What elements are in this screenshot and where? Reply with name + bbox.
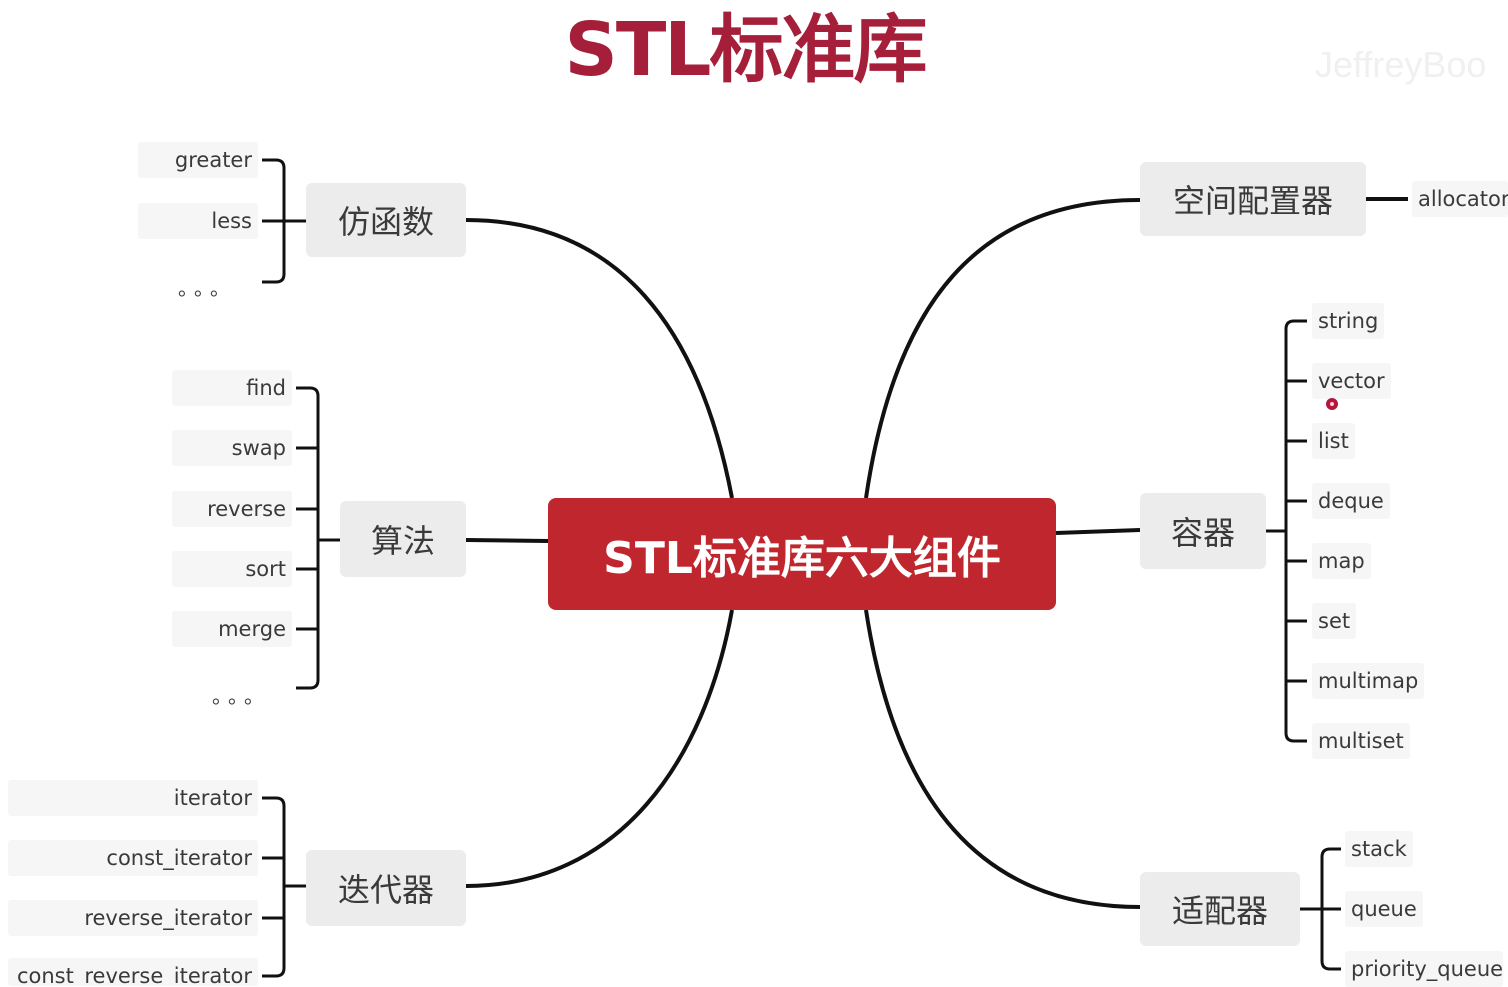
bracket-algorithm: [296, 386, 340, 690]
leaf-allocator-allocator: allocator: [1412, 181, 1508, 217]
leaf-container-string: string: [1312, 303, 1385, 339]
leaf-iterator-const-reverse-iterator: const_reverse_iterator: [8, 958, 258, 986]
bracket-iterator: [262, 796, 306, 978]
curve-functor: [465, 218, 734, 499]
branch-functor: 仿函数: [306, 183, 466, 257]
branch-container: 容器: [1140, 493, 1266, 569]
leaf-algorithm-sort: sort: [172, 551, 292, 587]
bracket-functor: [262, 158, 306, 284]
leaf-adapter-stack: stack: [1345, 831, 1413, 867]
branch-iterator-label: 迭代器: [337, 871, 434, 909]
leaf-functor-less: less: [138, 203, 258, 239]
leaf-adapter-queue: queue: [1345, 891, 1423, 927]
branch-allocator: 空间配置器: [1140, 162, 1366, 236]
leaf-algorithm-find: find: [172, 370, 292, 406]
leaf-algorithm-more: 。。。: [212, 684, 270, 708]
branch-container-label: 容器: [1170, 514, 1235, 552]
bracket-container: [1266, 319, 1307, 743]
leaf-container-multiset: multiset: [1312, 723, 1410, 759]
branch-algorithm-label: 算法: [370, 522, 435, 560]
branch-adapter-label: 适配器: [1171, 892, 1268, 930]
leaf-container-set: set: [1312, 603, 1357, 639]
bracket-adapter: [1300, 847, 1341, 971]
leaf-container-multimap: multimap: [1312, 663, 1425, 699]
leaf-container-vector: vector: [1312, 363, 1391, 399]
curve-container: [1055, 528, 1141, 535]
leaf-iterator-reverse-iterator: reverse_iterator: [8, 900, 258, 936]
branch-allocator-label: 空间配置器: [1172, 182, 1333, 220]
leaf-functor-more: 。。。: [178, 276, 236, 300]
page-title: STL标准库: [564, 7, 928, 93]
center-node: STL标准库六大组件: [548, 498, 1056, 610]
leaf-iterator-iterator: iterator: [8, 780, 258, 816]
leaf-algorithm-swap: swap: [172, 430, 292, 466]
leaf-functor-greater: greater: [138, 142, 258, 178]
leaf-iterator-const-iterator: const_iterator: [8, 840, 258, 876]
cursor-icon: [1326, 398, 1338, 410]
leaf-algorithm-merge: merge: [172, 611, 292, 647]
curve-adapter: [864, 609, 1141, 909]
leaf-container-deque: deque: [1312, 483, 1390, 519]
curve-iterator: [465, 609, 734, 888]
branch-algorithm: 算法: [340, 501, 466, 577]
watermark: JeffreyBoo: [1315, 44, 1487, 85]
leaf-adapter-priority-queue: priority_queue: [1345, 951, 1504, 987]
curve-algorithm: [465, 538, 549, 543]
leaf-container-map: map: [1312, 543, 1371, 579]
leaf-container-list: list: [1312, 423, 1355, 459]
branch-functor-label: 仿函数: [337, 203, 434, 241]
branch-adapter: 适配器: [1140, 872, 1300, 946]
center-node-label: STL标准库六大组件: [603, 533, 1001, 584]
curve-allocator: [864, 198, 1141, 499]
branch-iterator: 迭代器: [306, 850, 466, 926]
leaf-algorithm-reverse: reverse: [172, 491, 292, 527]
